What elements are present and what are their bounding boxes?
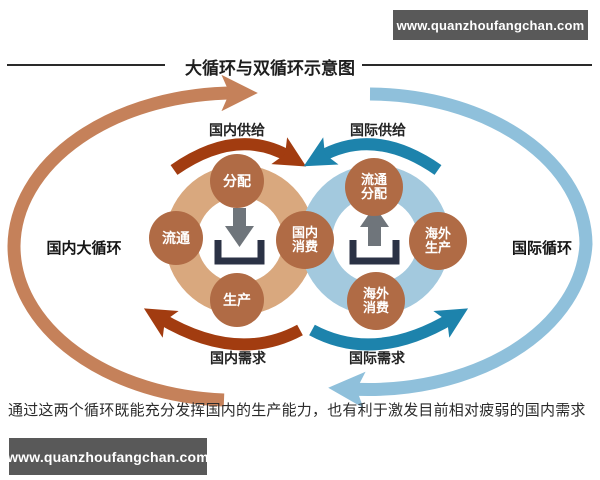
label-international-demand: 国际需求 — [349, 350, 405, 366]
node-label: 分配 — [223, 172, 251, 189]
node-label: 分配 — [360, 186, 387, 201]
node-label: 消费 — [362, 300, 389, 315]
node-circulation: 流通 — [149, 211, 203, 265]
domestic-loop-label: 国内大循环 — [46, 240, 122, 257]
international-loop-label: 国际循环 — [511, 240, 572, 257]
watermark-bottom: www.quanzhoufangchan.com — [7, 438, 209, 475]
title-divider-right — [362, 64, 592, 66]
node-overseas-production: 海外 生产 — [409, 212, 467, 270]
node-label: 海外 — [424, 226, 451, 241]
node-label: 生产 — [424, 240, 451, 255]
watermark-top: www.quanzhoufangchan.com — [393, 10, 588, 40]
caption: 通过这两个循环既能充分发挥国内的生产能力，也有利于激发目前相对疲弱的国内需求 — [8, 402, 586, 419]
node-circulation-distribution: 流通 分配 — [345, 158, 403, 216]
node-overseas-consumption: 海外 消费 — [347, 272, 405, 330]
node-label: 流通 — [360, 172, 387, 187]
domestic-ring-hole — [197, 197, 283, 283]
node-label: 海外 — [362, 286, 389, 301]
label-domestic-supply: 国内供给 — [209, 122, 265, 138]
node-label: 国内 — [291, 225, 318, 240]
node-domestic-consumption: 国内 消费 — [276, 211, 334, 269]
node-production: 生产 — [210, 273, 264, 327]
node-label: 消费 — [291, 239, 318, 254]
node-label: 生产 — [223, 291, 251, 308]
node-label: 流通 — [162, 229, 190, 246]
label-domestic-demand: 国内需求 — [210, 350, 266, 366]
node-distribution: 分配 — [210, 154, 264, 208]
label-international-supply: 国际供给 — [350, 122, 406, 138]
title-divider-left — [7, 64, 165, 66]
page-title: 大循环与双循环示意图 — [185, 59, 355, 78]
